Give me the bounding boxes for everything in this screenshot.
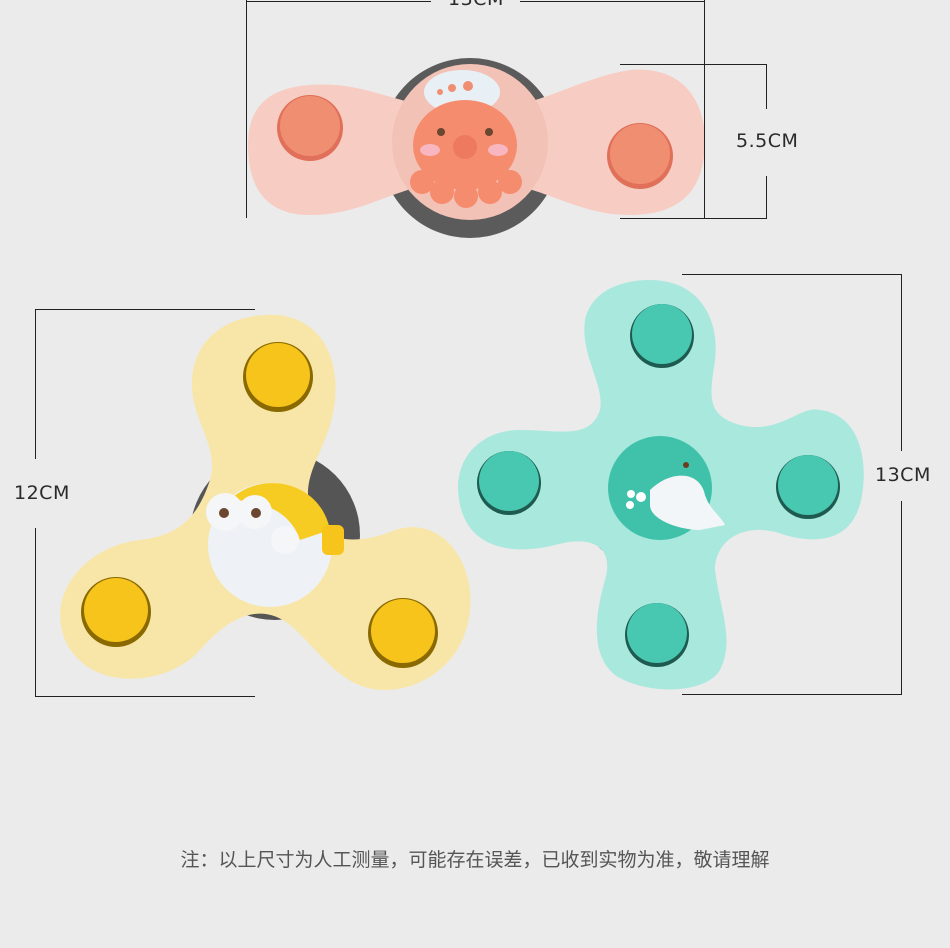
pufferfish-height-line-vert-bottom	[35, 528, 36, 696]
octopus-width-label: 13CM	[448, 0, 504, 10]
octopus-height-line-vert-bottom	[766, 176, 767, 219]
measurement-note: 注：以上尺寸为人工测量，可能存在误差，已收到实物为准，敬请理解	[180, 849, 770, 871]
octopus-height-line-bottom	[620, 218, 767, 219]
dolphin-height-label: 13CM	[875, 464, 931, 486]
pufferfish-spinner	[60, 314, 471, 690]
pufferfish-height-line-vert-top	[35, 309, 36, 459]
dolphin-spinner	[458, 280, 864, 690]
dolphin-height-line-vert-top	[901, 274, 902, 451]
octopus-height-line-top	[620, 64, 767, 65]
octopus-width-line-right	[704, 0, 705, 218]
octopus-height-line-vert-top	[766, 64, 767, 109]
octopus-height-label: 5.5CM	[736, 130, 799, 152]
octopus-width-line-left	[246, 0, 247, 218]
pufferfish-height-label: 12CM	[14, 482, 70, 504]
dolphin-height-line-vert-bottom	[901, 501, 902, 695]
dolphin-height-line-bottom	[682, 694, 902, 695]
octopus-spinner	[248, 58, 705, 238]
pufferfish-height-line-bottom	[35, 696, 255, 697]
pufferfish-height-line-top	[35, 309, 255, 310]
dolphin-height-line-top	[682, 274, 902, 275]
octopus-width-line-top-left	[246, 1, 431, 2]
octopus-width-line-top-right	[520, 1, 705, 2]
